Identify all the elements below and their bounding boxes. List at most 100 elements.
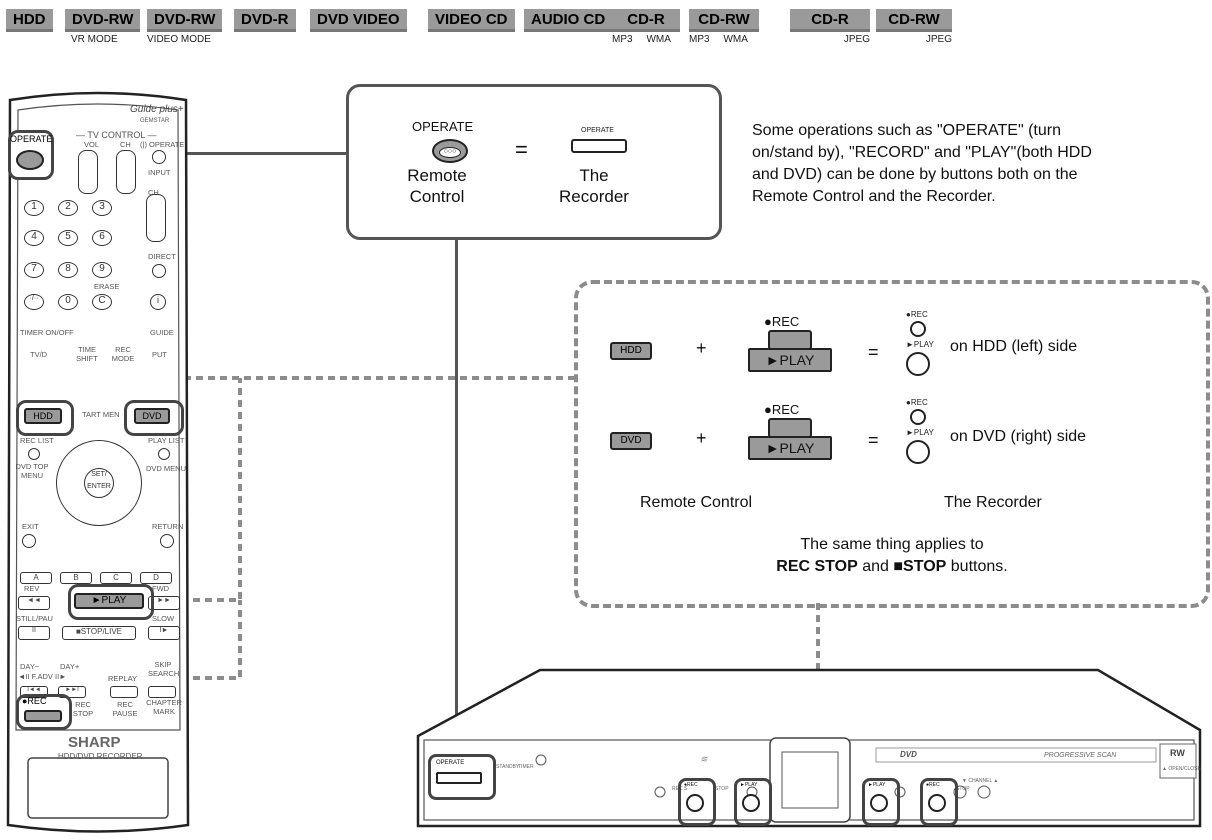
replay-button[interactable] <box>110 686 138 698</box>
plus-sign-2: + <box>696 428 707 448</box>
f-adv-label: ◄II F.ADV II► <box>18 672 67 681</box>
tab-video-cd: VIDEO CD <box>428 9 515 49</box>
channel-rocker[interactable] <box>116 150 136 194</box>
rw-logo: RW <box>1170 748 1185 758</box>
stop-live-button[interactable]: ■STOP/LIVE <box>62 626 136 640</box>
recorder-dvd-play-button[interactable] <box>870 794 888 812</box>
small-rec-label: ●REC <box>906 310 928 319</box>
tab-audio-cd: AUDIO CD <box>524 9 613 49</box>
guide-plus-logo: Guide plus+ <box>130 104 184 115</box>
open-close-label: ▲ OPEN/CLOSE <box>1162 766 1201 772</box>
progressive-scan-label: PROGRESSIVE SCAN <box>1044 752 1117 759</box>
rec-mode-label: REC MODE <box>111 345 135 363</box>
hdd-play-label: ►PLAY <box>740 782 758 788</box>
vol-label: VOL <box>84 140 100 149</box>
play-list-button[interactable] <box>158 448 170 460</box>
still-pause-label: STILL/PAU <box>16 614 53 623</box>
exit-button[interactable] <box>22 534 36 548</box>
rec-list-button[interactable] <box>28 448 40 460</box>
tvd-label: TV/D <box>30 350 48 359</box>
rec-key-label: ●REC <box>22 696 47 706</box>
rec-stop-label: REC STOP <box>72 700 94 718</box>
recorder-operate-label: OPERATE <box>581 127 614 134</box>
dash-key[interactable]: ·/·· <box>24 294 44 310</box>
day-minus-label: DAY− <box>20 662 40 671</box>
number-key-5[interactable]: 5 <box>58 230 78 246</box>
dvd-key-icon: DVD <box>610 432 652 450</box>
combo-explanation-box: HDD + ●REC ►PLAY = ●REC ►PLAY on HDD (le… <box>574 280 1210 608</box>
set-enter-button[interactable]: SET/ ENTER <box>84 468 114 498</box>
remote-play-button[interactable]: ►PLAY <box>74 593 144 609</box>
ch-label-2: CH <box>148 188 159 197</box>
stop-small-label: STOP <box>715 786 729 792</box>
number-key-8[interactable]: 8 <box>58 262 78 278</box>
recorder-rec-icon <box>910 321 926 337</box>
d-button[interactable]: D <box>140 572 172 584</box>
channel-rocker-2[interactable] <box>146 194 166 242</box>
info-key[interactable]: i <box>150 294 166 310</box>
dvd-rec-label: ●REC <box>926 782 940 788</box>
number-key-6[interactable]: 6 <box>92 230 112 246</box>
volume-rocker[interactable] <box>78 150 98 194</box>
number-key-3[interactable]: 3 <box>92 200 112 216</box>
tv-operate-button[interactable] <box>152 150 166 164</box>
sharp-logo: SHARP <box>68 734 121 751</box>
day-plus-label: DAY+ <box>60 662 80 671</box>
a-button[interactable]: A <box>20 572 52 584</box>
remote-dvd-button[interactable]: DVD <box>134 408 170 424</box>
recorder-dvd-play-highlight <box>862 778 900 826</box>
hdd-side-label: on HDD (left) side <box>950 338 1078 355</box>
equals-sign: = <box>868 342 879 362</box>
clear-key[interactable]: C <box>92 294 112 310</box>
remote-control-caption-2: Remote Control <box>640 494 753 511</box>
dvd-logo: DVD <box>900 750 917 759</box>
return-button[interactable] <box>160 534 174 548</box>
c-button[interactable]: C <box>100 572 132 584</box>
operate-equals: = <box>515 137 528 162</box>
input-label-2: PUT <box>152 350 167 359</box>
dvd-top-menu-label: DVD TOP MENU <box>15 462 49 480</box>
recorder-hdd-play-button[interactable] <box>742 794 760 812</box>
recorder-play-icon <box>906 352 930 376</box>
channel-label: ▼ CHANNEL ▲ <box>962 778 999 784</box>
number-key-4[interactable]: 4 <box>24 230 44 246</box>
gemstar-logo: GEMSTAR <box>140 118 170 124</box>
operations-description: Some operations such as "OPERATE" (turn … <box>752 122 1092 205</box>
recorder-caption-2: The Recorder <box>944 494 1042 511</box>
recorder-hdd-play-highlight <box>734 778 772 826</box>
remote-control-illustration: Guide plus+ GEMSTAR — TV CONTROL — VOL C… <box>2 90 194 835</box>
rec-list-label: REC LIST <box>20 436 54 445</box>
small-play-label-2: ►PLAY <box>906 428 934 437</box>
remote-rec-button[interactable] <box>24 710 62 722</box>
number-key-7[interactable]: 7 <box>24 262 44 278</box>
connector-operate-vertical <box>455 236 458 766</box>
remote-control-caption: Remote Control <box>407 166 467 206</box>
recorder-hdd-rec-button[interactable] <box>686 794 704 812</box>
number-key-9[interactable]: 9 <box>92 262 112 278</box>
recorder-dvd-rec-button[interactable] <box>928 794 946 812</box>
number-key-0[interactable]: 0 <box>58 294 78 310</box>
number-key-1[interactable]: 1 <box>24 200 44 216</box>
rec-label-2: ●REC <box>764 402 800 417</box>
number-key-2[interactable]: 2 <box>58 200 78 216</box>
slow-button[interactable]: I► <box>148 626 180 640</box>
guide-label: GUIDE <box>150 328 174 337</box>
still-button[interactable]: II <box>18 626 50 640</box>
recorder-rec-icon-2 <box>910 409 926 425</box>
standby-label: STANDBY <box>496 764 520 770</box>
remote-hdd-button[interactable]: HDD <box>24 408 62 424</box>
skip-button[interactable] <box>148 686 176 698</box>
b-button[interactable]: B <box>60 572 92 584</box>
remote-operate-button[interactable] <box>16 150 44 170</box>
recorder-operate-button[interactable] <box>436 772 482 784</box>
direct-button[interactable] <box>152 264 166 278</box>
dvd-key-highlight <box>124 400 184 436</box>
rev-button[interactable]: ◄◄ <box>18 596 50 610</box>
fwd-button[interactable]: ►► <box>148 596 180 610</box>
